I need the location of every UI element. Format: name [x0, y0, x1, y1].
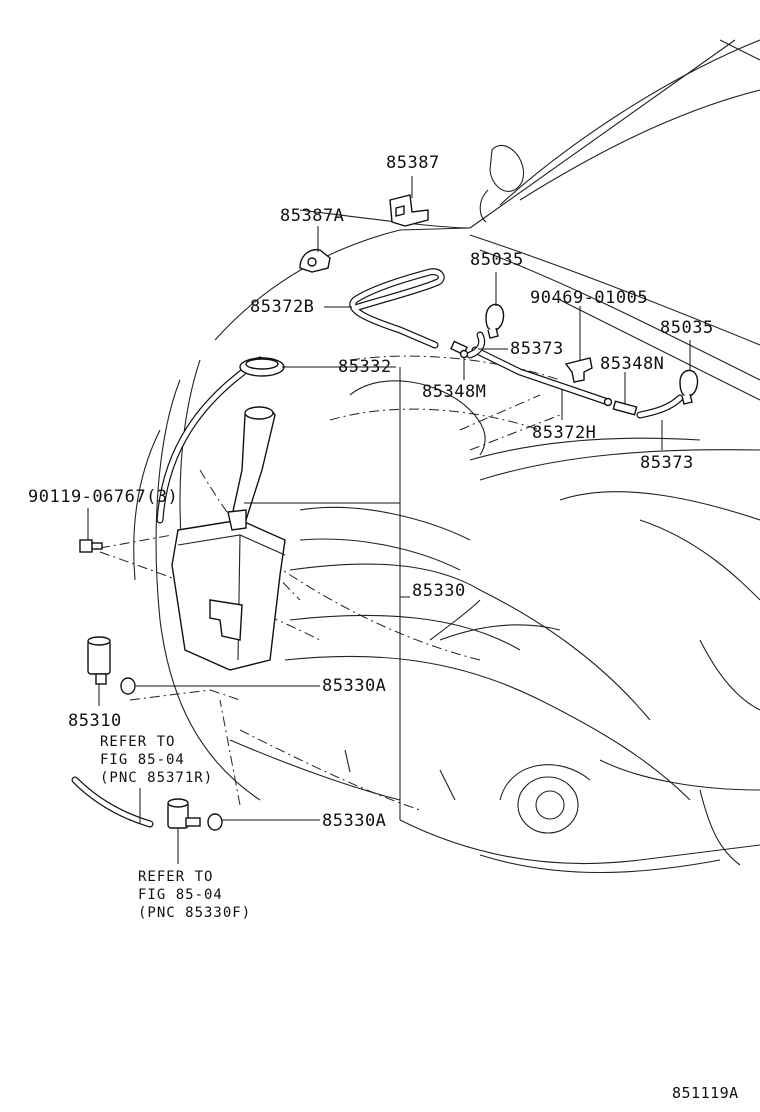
label-85348m: 85348M	[422, 382, 486, 402]
clip-85387a	[299, 248, 331, 273]
joint-85348n	[603, 397, 638, 416]
label-85373-upper: 85373	[510, 339, 564, 359]
label-85330a-top: 85330A	[322, 676, 386, 696]
label-85035-left: 85035	[470, 250, 524, 270]
label-85310: 85310	[68, 711, 122, 731]
label-85330a-bottom: 85330A	[322, 811, 386, 831]
washer-tank-85330	[171, 406, 286, 671]
cap-85332	[239, 357, 285, 377]
refer-note-upper-line3: (PNC 85371R)	[100, 770, 213, 786]
refer-note-upper-line2: FIG 85-04	[100, 752, 185, 768]
label-85387a: 85387A	[280, 206, 344, 226]
nozzle-85035-left	[485, 303, 505, 339]
label-85372b: 85372B	[250, 297, 314, 317]
label-85387: 85387	[386, 153, 440, 173]
nozzle-85035-right	[679, 369, 699, 405]
grommet-85330a-top	[120, 677, 136, 695]
motor-lower	[167, 798, 201, 829]
label-85348n: 85348N	[600, 354, 664, 374]
label-90119-06767: 90119-06767(3)	[28, 487, 178, 507]
grommet-85330a-bottom	[207, 813, 223, 831]
motor-85310	[87, 636, 111, 685]
clamp-90469-01005	[564, 357, 593, 383]
part-labels: 85387 85387A 85035 85372B 90469-01005 85…	[28, 153, 714, 831]
label-85332: 85332	[338, 357, 392, 377]
joint-85348m	[450, 340, 469, 359]
label-85035-right: 85035	[660, 318, 714, 338]
label-90469-01005: 90469-01005	[530, 288, 648, 308]
refer-note-lower: REFER TO FIG 85-04 (PNC 85330F)	[138, 869, 251, 921]
clip-85387	[389, 194, 429, 227]
refer-note-lower-line1: REFER TO	[138, 869, 213, 885]
label-85372h: 85372H	[532, 423, 596, 443]
figure-id: 851119A	[672, 1084, 739, 1102]
washer-hoses	[71, 268, 684, 828]
label-85330: 85330	[412, 581, 466, 601]
bolt-90119-06767	[79, 539, 103, 553]
vehicle-body-outline	[133, 39, 760, 874]
refer-note-upper-line1: REFER TO	[100, 734, 175, 750]
refer-note-upper: REFER TO FIG 85-04 (PNC 85371R)	[100, 734, 213, 786]
label-85373-lower: 85373	[640, 453, 694, 473]
refer-note-lower-line2: FIG 85-04	[138, 887, 223, 903]
refer-note-lower-line3: (PNC 85330F)	[138, 905, 251, 921]
leader-lines	[87, 176, 691, 864]
